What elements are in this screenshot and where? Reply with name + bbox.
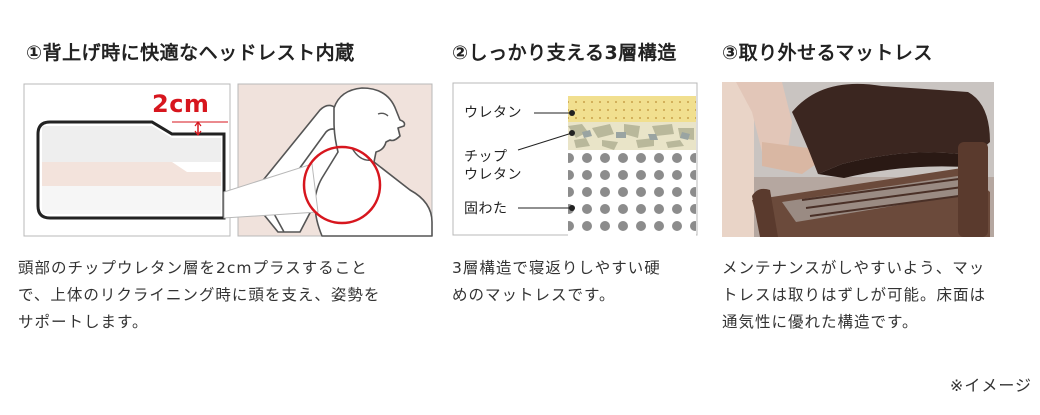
removable-photo: [722, 82, 994, 237]
layer-label-chip-2: ウレタン: [464, 167, 522, 183]
layers-diagram: ウレタン チップ ウレタン 固わた: [452, 82, 700, 237]
feature-3-desc: メンテナンスがしやすいよう、マッ トレスは取りはずしが可能。床面は 通気性に優れ…: [722, 259, 987, 331]
layer-label-urethane: ウレタン: [464, 105, 522, 121]
feature-1-title: ①背上げ時に快適なヘッドレスト内蔵: [26, 42, 355, 64]
image-note: ※イメージ: [949, 376, 1032, 395]
headrest-illustration: [23, 83, 433, 237]
layer-label-cotton: 固わた: [464, 201, 508, 217]
headrest-diagram: 2cm: [22, 82, 434, 237]
feature-1-desc: 頭部のチップウレタン層を2cmプラスすること で、上体のリクライニング時に頭を支…: [18, 259, 381, 331]
bed-frame-illustration: [722, 82, 994, 237]
feature-2-desc: 3層構造で寝返りしやすい硬 めのマットレスです。: [452, 259, 661, 304]
layers-illustration: [452, 82, 698, 236]
feature-2-title: ②しっかり支える3層構造: [452, 42, 677, 64]
feature-3-title: ③取り外せるマットレス: [722, 42, 933, 64]
layer-label-chip-1: チップ: [464, 149, 508, 165]
height-callout: 2cm: [152, 90, 210, 118]
